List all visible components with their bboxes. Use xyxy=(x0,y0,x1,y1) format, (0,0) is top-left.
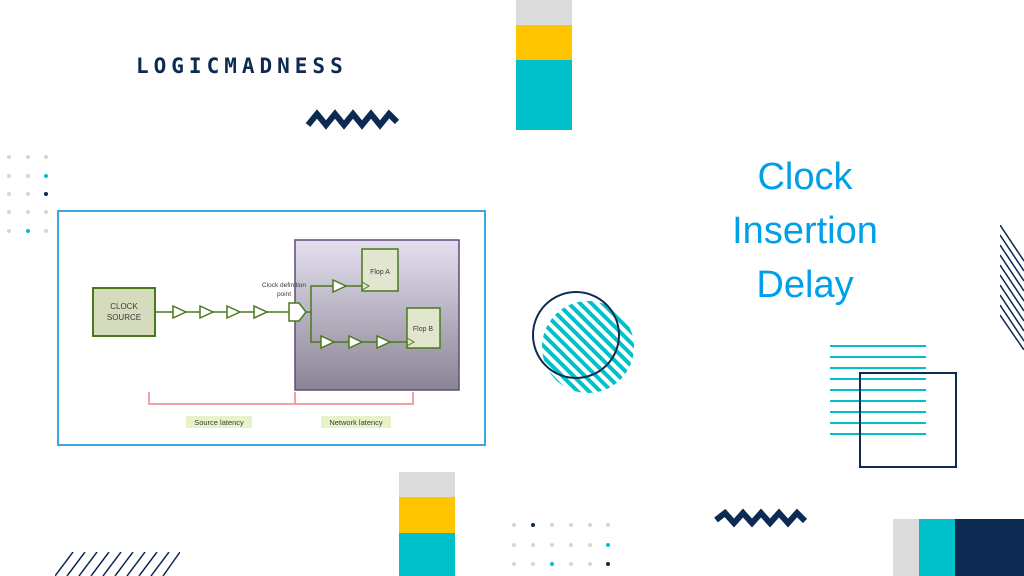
network-buffers xyxy=(320,278,392,350)
brand-logo: LOGICMADNESS xyxy=(136,54,348,78)
title-line-2: Insertion xyxy=(732,210,878,252)
source-latency-label: Source latency xyxy=(194,418,244,427)
buffer-b2 xyxy=(348,334,364,350)
deco-block-gray xyxy=(893,519,919,576)
deco-block-navy xyxy=(955,519,1024,576)
title-line-1: Clock xyxy=(757,156,853,198)
clock-definition-point xyxy=(288,302,307,322)
clock-source-label-2: SOURCE xyxy=(107,313,141,322)
diagonal-lines-bottom xyxy=(55,552,180,576)
deco-bar-yellow xyxy=(516,25,572,60)
deco-bar-teal-bottom xyxy=(399,533,455,576)
clock-definition-label-1: Clock definition xyxy=(262,282,306,289)
lines-square-decoration xyxy=(830,345,957,468)
deco-bar-gray xyxy=(516,0,572,25)
clock-source-box xyxy=(92,287,156,337)
network-latency-brace xyxy=(295,392,414,405)
deco-bar-gray-bottom xyxy=(399,472,455,497)
striped-circle xyxy=(542,301,634,393)
deco-block-teal xyxy=(919,519,955,576)
buffer-b3 xyxy=(376,334,392,350)
deco-bar-teal xyxy=(516,60,572,130)
network-latency-label: Network latency xyxy=(329,418,383,427)
title-line-3: Delay xyxy=(756,264,854,306)
flop-b-clock-pin xyxy=(406,337,416,347)
circle-decoration xyxy=(532,291,634,393)
buffer-1 xyxy=(172,304,188,320)
flop-a-box xyxy=(361,248,399,292)
network-latency-highlight xyxy=(321,416,391,428)
zigzag-decoration-bottom xyxy=(714,508,808,528)
clock-source-label-1: CLOCK xyxy=(110,302,138,311)
flop-a-clock-pin xyxy=(361,281,371,291)
source-latency-highlight xyxy=(186,416,252,428)
outline-square xyxy=(859,372,957,468)
deco-bar-yellow-bottom xyxy=(399,497,455,533)
clock-latency-diagram: CLOCK SOURCE Clock definition point Flop… xyxy=(92,239,460,428)
zigzag-decoration xyxy=(305,109,400,130)
buffer-4 xyxy=(253,304,269,320)
outline-circle xyxy=(532,291,620,379)
diagonal-lines-right xyxy=(1000,225,1024,350)
buffer-a1 xyxy=(332,278,348,294)
page-title: Clock Insertion Delay xyxy=(700,150,910,312)
flop-a-label: Flop A xyxy=(370,269,390,276)
buffer-2 xyxy=(199,304,215,320)
flop-b-label: Flop B xyxy=(413,326,434,333)
clock-definition-label-2: point xyxy=(277,291,291,298)
source-latency-brace xyxy=(148,392,296,405)
source-buffers xyxy=(172,304,269,320)
diagram-frame: CLOCK SOURCE Clock definition point Flop… xyxy=(57,210,486,446)
buffer-3 xyxy=(226,304,242,320)
buffer-b1 xyxy=(320,334,336,350)
